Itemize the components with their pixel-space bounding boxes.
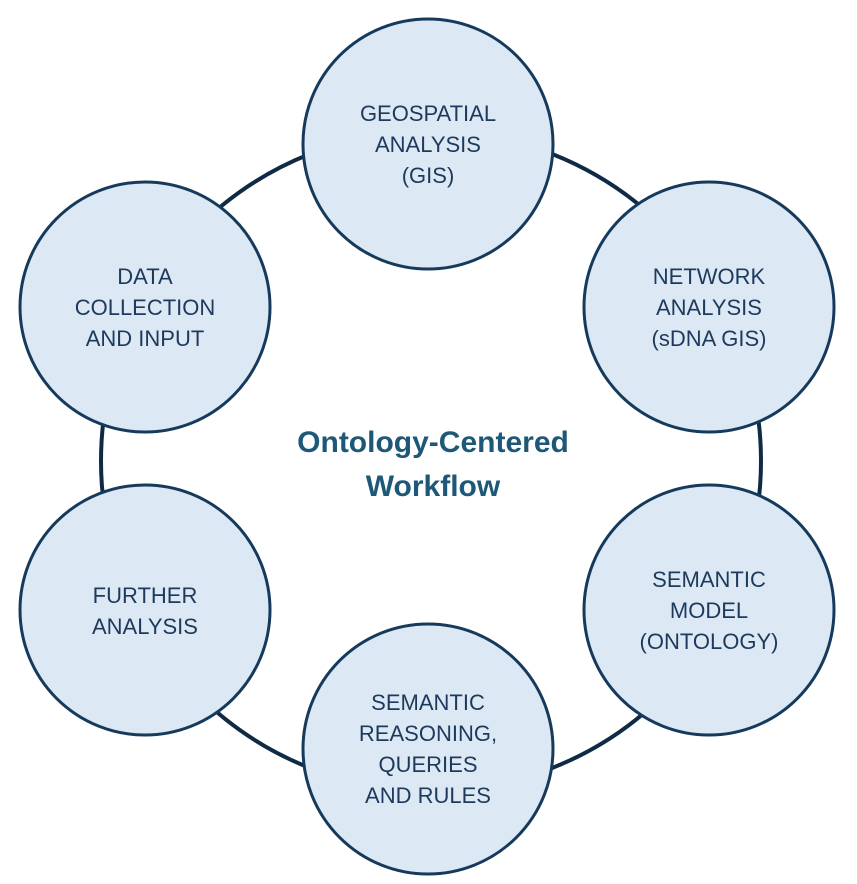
node-label-line: ANALYSIS [375,132,481,157]
node-label-line: ANALYSIS [92,614,198,639]
node-label-line: AND INPUT [86,326,205,351]
node-label-line: FURTHER [93,583,198,608]
center-title-line-2: Workflow [366,470,501,503]
node-data-collection: DATA COLLECTION AND INPUT [18,180,272,434]
node-label-line: AND RULES [365,783,491,808]
node-circle [18,180,272,434]
node-label-line: SEMANTIC [652,567,766,592]
node-label-line: REASONING, [359,721,497,746]
node-label-line: COLLECTION [75,295,216,320]
center-title: Ontology-Centered Workflow [297,426,569,503]
node-label-line: DATA [117,264,173,289]
node-label-line: QUERIES [378,752,477,777]
node-semantic-model: SEMANTIC MODEL (ONTOLOGY) [582,483,836,737]
node-circle [301,17,555,271]
node-further-analysis: FURTHER ANALYSIS [18,483,272,737]
node-label-line: ANALYSIS [656,295,762,320]
node-label-line: SEMANTIC [371,690,485,715]
node-label-line: (ONTOLOGY) [640,629,779,654]
node-label-line: (GIS) [402,163,455,188]
node-network-analysis: NETWORK ANALYSIS (sDNA GIS) [582,180,836,434]
node-label-line: (sDNA GIS) [652,326,767,351]
node-circle [582,180,836,434]
node-semantic-reasoning: SEMANTIC REASONING, QUERIES AND RULES [301,622,555,876]
node-circle [301,622,555,876]
node-label-line: MODEL [670,598,748,623]
node-label-line: NETWORK [653,264,766,289]
node-circle [582,483,836,737]
center-title-line-1: Ontology-Centered [297,426,569,459]
node-circle [18,483,272,737]
node-geospatial-analysis: GEOSPATIAL ANALYSIS (GIS) [301,17,555,271]
node-label-line: GEOSPATIAL [360,101,496,126]
